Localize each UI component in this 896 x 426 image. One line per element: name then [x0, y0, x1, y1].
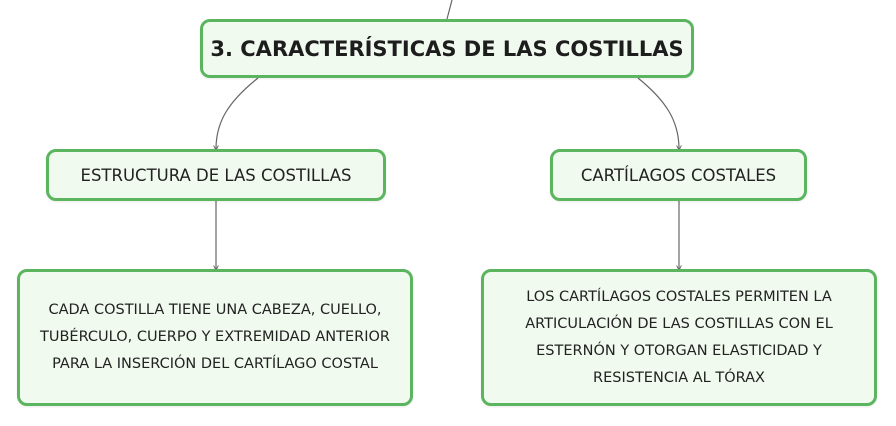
- leaf-node-estructura-detail[interactable]: CADA COSTILLA TIENE UNA CABEZA, CUELLO, …: [17, 269, 413, 406]
- branch-node-cartilagos-label: CARTÍLAGOS COSTALES: [580, 165, 777, 185]
- root-node[interactable]: 3. CARACTERÍSTICAS DE LAS COSTILLAS: [200, 19, 694, 78]
- leaf-node-estructura-text: CADA COSTILLA TIENE UNA CABEZA, CUELLO, …: [39, 302, 391, 372]
- leaf-node-cartilagos-text: LOS CARTÍLAGOS COSTALES PERMITEN LA ARTI…: [525, 288, 833, 386]
- branch-node-cartilagos[interactable]: CARTÍLAGOS COSTALES: [550, 149, 807, 201]
- connector-title-to-left-branch: [216, 77, 259, 149]
- connector-title-to-right-branch: [637, 77, 679, 149]
- leaf-node-cartilagos-detail[interactable]: LOS CARTÍLAGOS COSTALES PERMITEN LA ARTI…: [481, 269, 877, 406]
- root-node-label: 3. CARACTERÍSTICAS DE LAS COSTILLAS: [210, 36, 684, 61]
- connector-parent-to-title: [446, 0, 453, 20]
- branch-node-estructura-label: ESTRUCTURA DE LAS COSTILLAS: [80, 165, 352, 185]
- branch-node-estructura[interactable]: ESTRUCTURA DE LAS COSTILLAS: [46, 149, 386, 201]
